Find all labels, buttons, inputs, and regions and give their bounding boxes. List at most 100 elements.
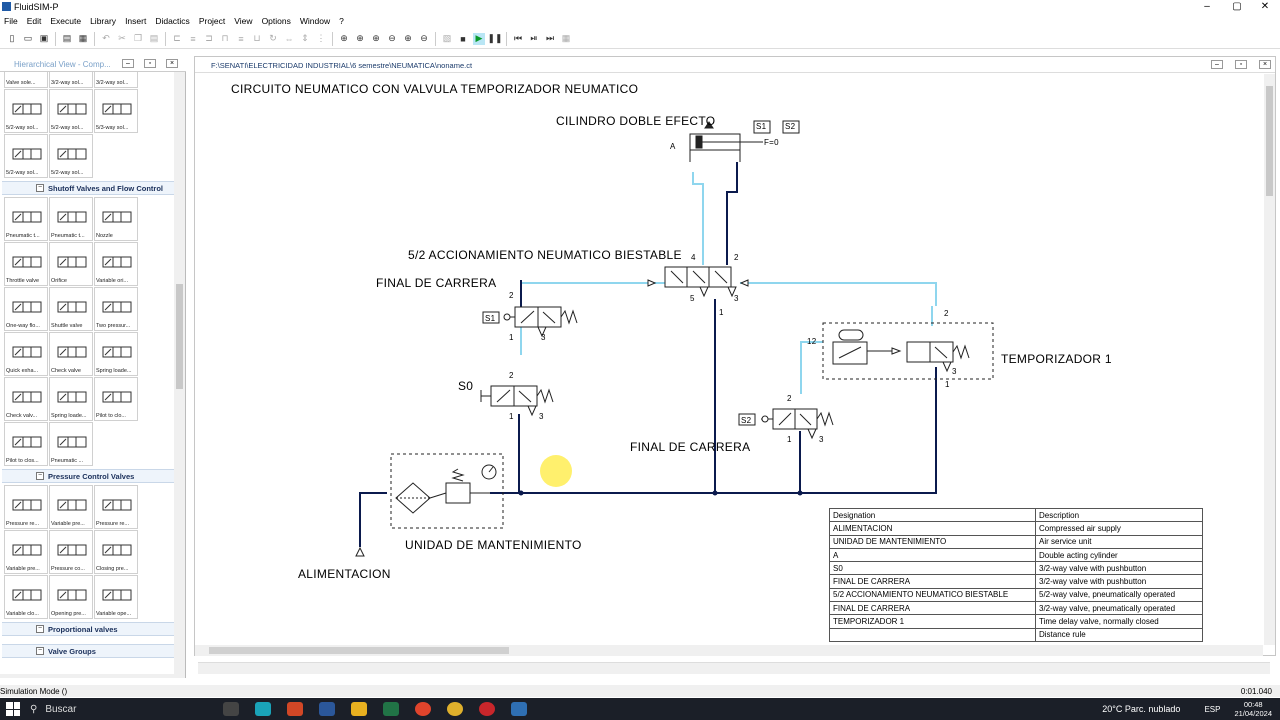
collapse-icon[interactable]: − <box>36 647 44 655</box>
library-group-header[interactable]: −Proportional valves <box>2 622 174 636</box>
align-right-icon[interactable]: ⊐ <box>205 33 213 43</box>
collapse-icon[interactable]: − <box>36 472 44 480</box>
library-component[interactable]: Two pressur... <box>94 287 138 331</box>
media-app-icon[interactable] <box>479 702 495 716</box>
rotate-icon[interactable]: ↻ <box>269 33 277 43</box>
chrome-profile-icon[interactable] <box>447 702 463 716</box>
zoom-100-icon[interactable]: ⊖ <box>388 33 396 43</box>
file-explorer-icon[interactable] <box>351 702 367 716</box>
library-component[interactable]: Variable pre... <box>4 530 48 574</box>
undo-icon[interactable]: ↶ <box>102 33 110 43</box>
record-icon[interactable]: ▦ <box>561 33 571 43</box>
weather-widget[interactable]: 20°C Parc. nublado <box>1102 704 1181 714</box>
circuit-canvas[interactable]: CIRCUITO NEUMATICO CON VALVULA TEMPORIZA… <box>195 74 1263 642</box>
library-component[interactable]: Spring loade... <box>94 332 138 376</box>
library-component[interactable]: Opening pre... <box>49 575 93 619</box>
library-group-header[interactable]: −Shutoff Valves and Flow Control <box>2 181 174 195</box>
library-component[interactable]: Orifice <box>49 242 93 286</box>
time-delay-valve[interactable] <box>822 322 994 380</box>
single-step-icon[interactable]: ⏯ <box>530 33 538 43</box>
canvas-vertical-scrollbar[interactable] <box>1264 74 1275 645</box>
zoom-fit-icon[interactable]: ⊕ <box>340 33 348 43</box>
final-de-carrera-2-valve[interactable] <box>761 408 834 440</box>
language-indicator[interactable]: ESP <box>1204 704 1221 714</box>
library-component[interactable]: 3/2-way sol... <box>49 72 93 88</box>
align-middle-icon[interactable]: ≡ <box>238 33 244 44</box>
align-left-icon[interactable]: ⊏ <box>173 33 181 43</box>
align-bottom-icon[interactable]: ⊔ <box>253 33 261 43</box>
new-file-icon[interactable]: ▯ <box>9 33 15 43</box>
print-preview-icon[interactable]: ▤ <box>62 33 72 43</box>
library-component[interactable]: Variable ori... <box>94 242 138 286</box>
excel-icon[interactable] <box>383 702 399 716</box>
collapse-icon[interactable]: − <box>36 625 44 633</box>
doc-minimize-button[interactable]: – <box>1211 60 1223 69</box>
panel-restore-button[interactable]: ▫ <box>144 59 156 68</box>
maximize-button[interactable]: ▢ <box>1232 1 1242 12</box>
check-drawing-icon[interactable]: ▧ <box>442 33 452 43</box>
canvas-hscroll-thumb[interactable] <box>209 647 509 654</box>
library-component[interactable]: Pneumatic t... <box>4 197 48 241</box>
close-button[interactable]: ✕ <box>1260 1 1270 12</box>
compressed-air-supply-symbol[interactable] <box>355 546 365 557</box>
library-component[interactable]: Variable clo... <box>4 575 48 619</box>
menu-help[interactable]: ? <box>339 16 344 26</box>
library-component[interactable]: Variable ope... <box>94 575 138 619</box>
library-component[interactable]: Spring loade... <box>49 377 93 421</box>
zoom-in-icon[interactable]: ⊕ <box>404 33 412 43</box>
menu-insert[interactable]: Insert <box>125 16 147 26</box>
library-component[interactable]: Shuttle valve <box>49 287 93 331</box>
taskbar-search-box[interactable]: ⚲ Buscar <box>30 698 215 720</box>
taskbar-clock[interactable]: 00:48 21/04/2024 <box>1234 700 1272 718</box>
library-group-header[interactable]: −Valve Groups <box>2 644 174 658</box>
library-component[interactable]: 5/2-way sol... <box>49 134 93 178</box>
pneumatic-circuit-diagram[interactable] <box>195 74 1263 642</box>
menu-library[interactable]: Library <box>90 16 117 26</box>
library-component[interactable]: Throttle valve <box>4 242 48 286</box>
library-component[interactable]: Quick exha... <box>4 332 48 376</box>
library-scroll-thumb[interactable] <box>176 284 183 389</box>
doc-restore-button[interactable]: ▫ <box>1235 60 1247 69</box>
menu-didactics[interactable]: Didactics <box>155 16 190 26</box>
library-component[interactable]: Closing pre... <box>94 530 138 574</box>
menu-edit[interactable]: Edit <box>26 16 42 26</box>
library-component[interactable]: 5/2-way sol... <box>4 89 48 133</box>
library-component[interactable]: Check valve <box>49 332 93 376</box>
final-de-carrera-1-valve[interactable] <box>503 306 578 338</box>
zoom-out-icon[interactable]: ⊖ <box>420 33 428 43</box>
open-folder-icon[interactable]: ▭ <box>23 33 33 43</box>
doc-close-button[interactable]: × <box>1259 60 1271 69</box>
library-component[interactable]: Valve sole... <box>4 72 48 88</box>
valve-5-2-biestable[interactable] <box>647 266 749 298</box>
library-component[interactable]: Pneumatic ... <box>49 422 93 466</box>
step-to-end-icon[interactable]: ⏭ <box>545 33 555 43</box>
menu-view[interactable]: View <box>234 16 253 26</box>
library-component[interactable]: Pressure co... <box>49 530 93 574</box>
library-component[interactable]: Pilot to clos... <box>4 422 48 466</box>
fluidsim-taskbar-icon[interactable] <box>511 702 527 716</box>
s0-pushbutton-valve[interactable] <box>480 385 554 417</box>
panel-minimize-button[interactable]: – <box>122 59 134 68</box>
library-component[interactable]: 3/2-way sol... <box>94 72 138 88</box>
copy-icon[interactable]: ❐ <box>133 33 143 43</box>
air-service-unit[interactable] <box>390 453 504 529</box>
double-acting-cylinder[interactable] <box>689 121 763 162</box>
canvas-horizontal-scrollbar[interactable] <box>195 645 1263 656</box>
print-icon[interactable]: ▦ <box>78 33 88 43</box>
menu-project[interactable]: Project <box>198 16 226 26</box>
play-icon[interactable]: ▶ <box>473 32 485 45</box>
panel-close-button[interactable]: × <box>166 59 178 68</box>
workspace-horizontal-scrollbar[interactable] <box>198 662 1270 674</box>
library-component[interactable]: Pilot to clo... <box>94 377 138 421</box>
cut-icon[interactable]: ✂ <box>118 33 126 43</box>
library-component[interactable]: Nozzle <box>94 197 138 241</box>
paste-icon[interactable]: ▤ <box>149 33 159 43</box>
